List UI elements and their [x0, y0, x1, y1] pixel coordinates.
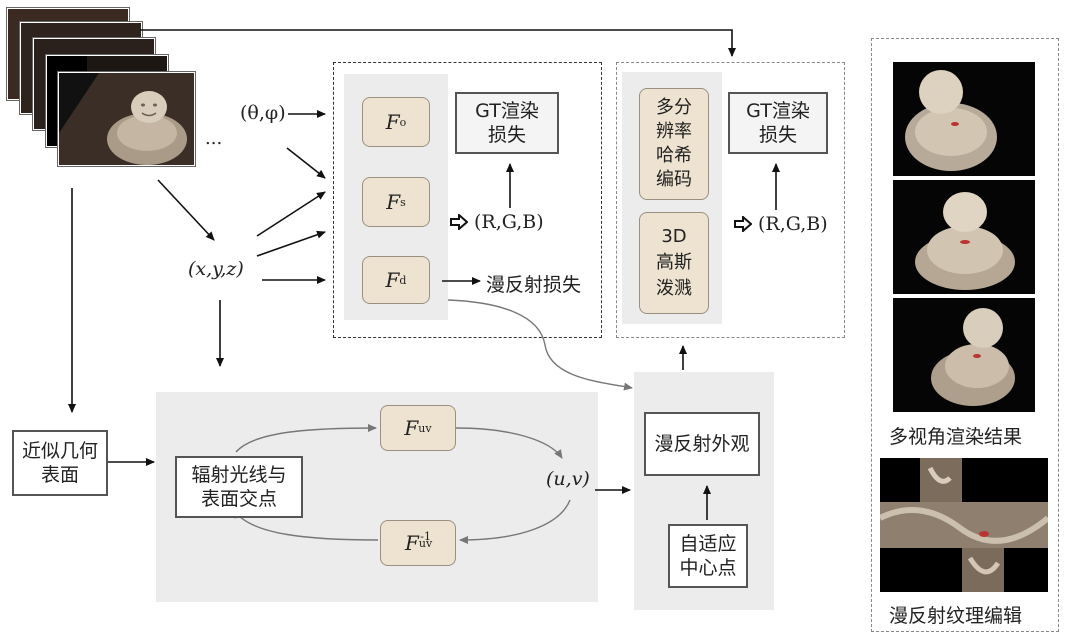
rgb-output-left: (R,G,B) [474, 211, 544, 233]
diffuse-loss-label: 漫反射损失 [486, 274, 582, 296]
field-fuv-inverse-symbol: F [405, 531, 419, 555]
render-view-3 [893, 298, 1035, 412]
field-fuv-symbol: F [404, 416, 419, 440]
hash-encoding-line-1: 多分 [656, 97, 692, 118]
adaptive-centers-box: 自适应 中心点 [668, 524, 748, 588]
diffuse-appearance-label: 漫反射外观 [654, 433, 750, 455]
field-fuv-subscript: uv [418, 421, 432, 435]
field-fuv-inverse-superscript: -1 [420, 529, 431, 543]
gaussian-line-2: 高斯 [656, 252, 692, 273]
more-images-ellipsis: ... [205, 128, 223, 149]
block-arrow-icon [734, 216, 752, 232]
ray-intersection-line-1: 辐射光线与 [191, 464, 287, 486]
render-view-2 [893, 180, 1035, 294]
gt-loss-line-1: GT渲染 [746, 100, 810, 122]
ray-intersection-box: 辐射光线与 表面交点 [175, 456, 303, 518]
texture-edit-caption: 漫反射纹理编辑 [889, 605, 1023, 627]
gt-render-loss-box-left: GT渲染 损失 [455, 92, 559, 154]
approx-surface-line-2: 表面 [40, 464, 79, 486]
hash-encoding-box: 多分 辨率 哈希 编码 [639, 88, 709, 200]
position-label: (x,y,z) [188, 258, 244, 280]
rgb-output-right: (R,G,B) [758, 213, 828, 235]
gaussian-line-3: 泼溅 [656, 278, 692, 299]
gt-loss-line-1: GT渲染 [475, 100, 539, 122]
field-fo-symbol: F [385, 110, 400, 134]
view-angles-label: (θ,φ) [240, 102, 286, 124]
render-results-caption: 多视角渲染结果 [889, 426, 1023, 448]
field-fo-subscript: o [399, 115, 407, 129]
field-fd-symbol: F [385, 268, 400, 292]
field-fs-subscript: s [400, 195, 406, 209]
hash-encoding-line-2: 辨率 [656, 121, 692, 142]
ray-intersection-line-2: 表面交点 [200, 488, 277, 510]
hash-encoding-line-3: 哈希 [656, 145, 692, 166]
neural-field-module [333, 62, 602, 338]
block-arrow-icon [450, 214, 468, 230]
diffuse-appearance-box: 漫反射外观 [644, 412, 760, 476]
hash-encoding-line-4: 编码 [656, 169, 692, 190]
gaussian-module [616, 62, 845, 338]
gaussian-line-1: 3D [661, 226, 687, 247]
approx-surface-box: 近似几何 表面 [12, 430, 108, 496]
results-panel [871, 38, 1059, 632]
gt-loss-line-2: 损失 [758, 124, 797, 146]
adaptive-centers-line-1: 自适应 [679, 533, 737, 555]
field-fuv-inverse-subscript: uv [418, 536, 433, 550]
adaptive-centers-line-2: 中心点 [679, 557, 737, 579]
gaussian-splatting-box: 3D 高斯 泼溅 [639, 212, 709, 314]
diffuse-texture-edit [880, 458, 1048, 592]
field-fd-subscript: d [399, 273, 407, 287]
gt-render-loss-box-right: GT渲染 损失 [728, 92, 828, 154]
render-view-1 [893, 62, 1035, 176]
uv-coordinates-label: (u,v) [546, 468, 590, 490]
approx-surface-line-1: 近似几何 [21, 440, 98, 462]
input-photo-main [58, 72, 195, 166]
field-fs-symbol: F [386, 190, 401, 214]
gt-loss-line-2: 损失 [487, 124, 526, 146]
